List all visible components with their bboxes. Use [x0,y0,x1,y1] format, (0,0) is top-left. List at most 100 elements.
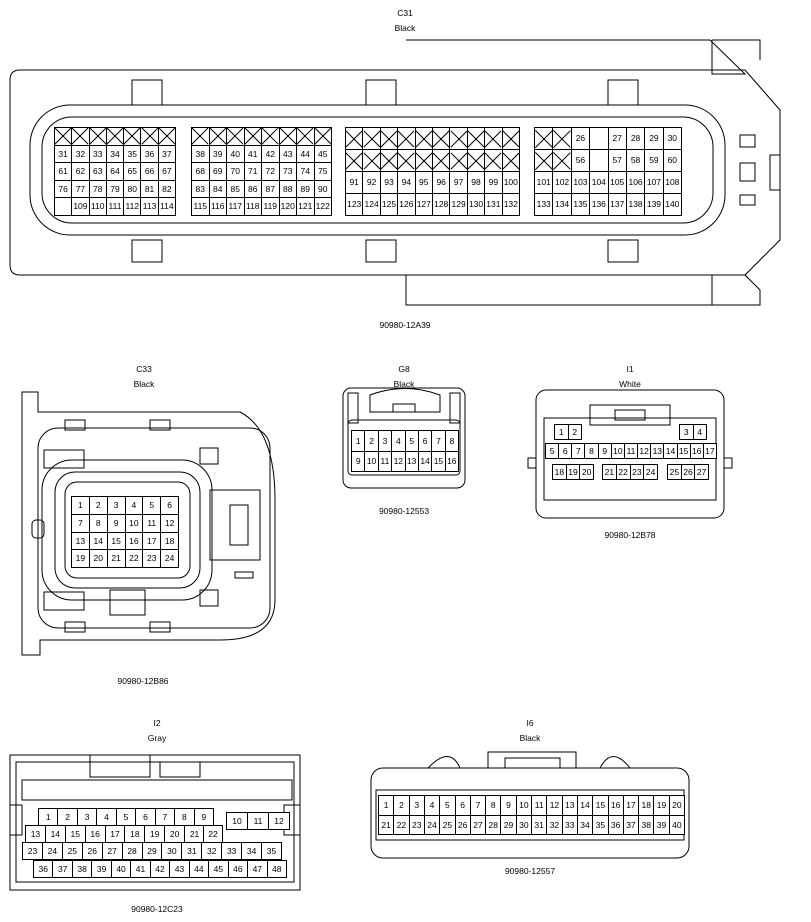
pin-cell: 18 [161,532,178,550]
pin-cell: 4 [693,425,706,439]
pin-cell: 82 [158,180,175,198]
pin-cell: 92 [363,172,380,193]
pin-cell: 22 [616,465,630,479]
pin-cell: 1 [555,425,568,439]
pin-cell: 64 [106,163,124,180]
pin-cell: 14 [45,826,65,842]
pin-cell: 131 [485,194,502,215]
pin-cell: 27 [470,815,486,834]
pin-cell: 14 [664,444,677,458]
pin-cell: 19 [654,796,669,815]
pin-cell: 20 [580,465,593,479]
unused-cavity [502,128,519,149]
pin-cell: 132 [502,194,519,215]
pin-cell: 95 [415,172,432,193]
pin-cell: 17 [105,826,125,842]
pin-cell: 13 [562,796,577,815]
pin-cell: 16 [125,532,143,550]
pin-cell: 62 [72,163,89,180]
pin-cell: 36 [141,145,158,163]
pin-cell: 43 [170,861,189,877]
pin-cell: 16 [445,451,458,471]
pin-cell: 25 [668,465,681,479]
pin-cell: 14 [577,796,593,815]
pin-cell: 44 [297,145,314,163]
pin-cell: 91 [346,172,363,193]
pin-cell: 4 [125,497,143,514]
pin-cell: 19 [145,826,165,842]
pin-cell: 72 [262,163,279,180]
pin-cell: 140 [663,194,681,215]
pin-cell: 2 [568,425,581,439]
pin-cell: 40 [227,145,244,163]
pin-cell: 26 [681,465,695,479]
pin-cell: 118 [244,198,261,215]
pin-cell: 80 [124,180,141,198]
pin-cell: 76 [55,180,72,198]
c33-code: C33 [136,364,152,374]
i6-code: I6 [526,718,534,728]
pin-cell: 23 [630,465,644,479]
pin-cell: 108 [663,172,681,193]
pin-cell: 121 [297,198,314,215]
unused-cavity [244,128,261,145]
pin-cell: 136 [590,194,608,215]
pin-cell: 10 [611,444,624,458]
pin-cell: 107 [645,172,663,193]
g8-code: G8 [398,364,410,374]
pin-cell: 93 [380,172,398,193]
unused-cavity [450,150,467,171]
pin-cell: 9 [194,809,213,825]
c33-housing [21,391,276,656]
c31-housing [9,39,781,306]
pin-cell: 46 [228,861,248,877]
unused-cavity [380,150,398,171]
pin-cell: 116 [209,198,226,215]
pin-cell: 18 [125,826,145,842]
pin-cell: 25 [440,815,455,834]
pin-cell: 40 [669,815,684,834]
pin-cell: 26 [571,128,590,149]
unused-cavity [363,150,380,171]
pin-cell: 24 [161,550,178,567]
pin-cell: 4 [424,796,440,815]
pin-cell: 96 [432,172,450,193]
pin-cell: 39 [654,815,669,834]
pin-cell: 78 [89,180,106,198]
pin-cell: 79 [106,180,124,198]
pin-cell: 33 [562,815,577,834]
pin-cell: 120 [279,198,296,215]
pin-cell: 12 [638,444,651,458]
unused-cavity [415,150,432,171]
pin-cell: 61 [55,163,72,180]
pin-cell: 39 [92,861,111,877]
pin-cell: 36 [34,861,53,877]
pin-cell: 112 [124,198,141,215]
pin-cell: 3 [409,796,424,815]
pin-cell: 45 [209,861,228,877]
unused-cavity [553,128,571,149]
pin-cell: 37 [623,815,639,834]
pin-cell: 10 [125,514,143,532]
pin-cell: 90 [314,180,331,198]
pin-cell: 19 [566,465,580,479]
pin-cell: 42 [262,145,279,163]
pin-cell: 33 [222,843,242,859]
i6-color: Black [519,733,541,743]
pin-cell: 30 [663,128,681,149]
unused-cavity [346,150,363,171]
pin-cell: 8 [89,514,107,532]
pin-cell: 32 [547,815,562,834]
pin-cell: 11 [532,796,547,815]
pin-cell: 7 [432,431,445,451]
empty-cavity [590,128,608,149]
unused-cavity [485,128,502,149]
